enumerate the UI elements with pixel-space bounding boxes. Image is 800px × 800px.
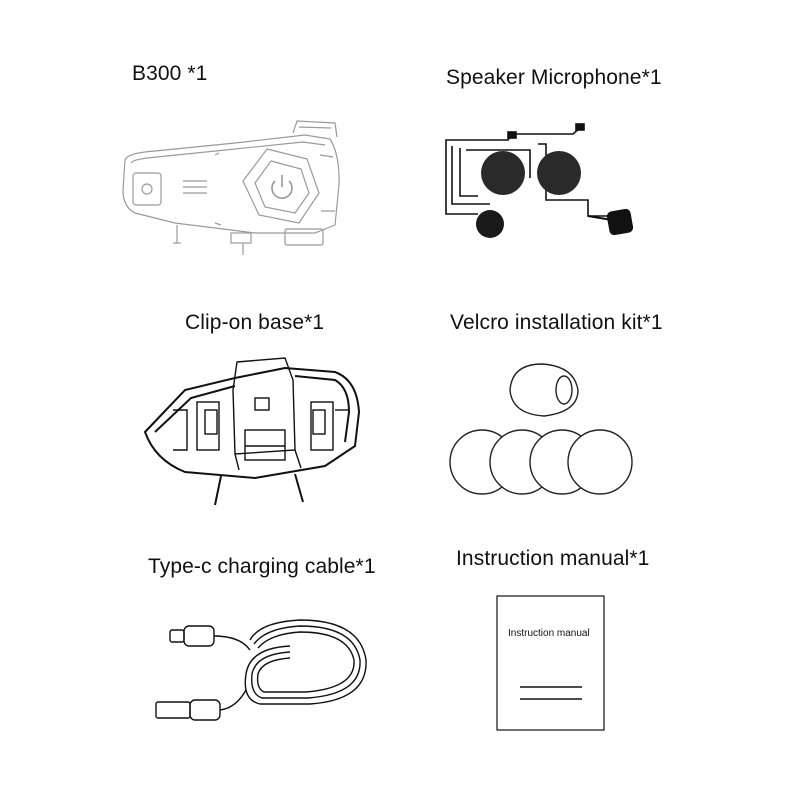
instruction-manual-icon bbox=[496, 595, 605, 731]
intercom-unit-icon bbox=[122, 120, 340, 255]
item-label-instruction-manual: Instruction manual*1 bbox=[456, 547, 650, 570]
velcro-kit-icon bbox=[449, 363, 633, 495]
type-c-cable-icon bbox=[155, 619, 367, 721]
item-label-b300: B300 *1 bbox=[132, 62, 208, 85]
clip-on-base-icon bbox=[143, 357, 361, 506]
item-label-velcro-kit: Velcro installation kit*1 bbox=[450, 311, 663, 334]
item-label-type-c-cable: Type-c charging cable*1 bbox=[148, 555, 376, 578]
item-label-speaker-microphone: Speaker Microphone*1 bbox=[446, 66, 662, 89]
item-label-clip-on-base: Clip-on base*1 bbox=[185, 311, 325, 334]
speaker-microphone-icon bbox=[445, 123, 634, 238]
manual-cover-title: Instruction manual bbox=[508, 628, 590, 639]
